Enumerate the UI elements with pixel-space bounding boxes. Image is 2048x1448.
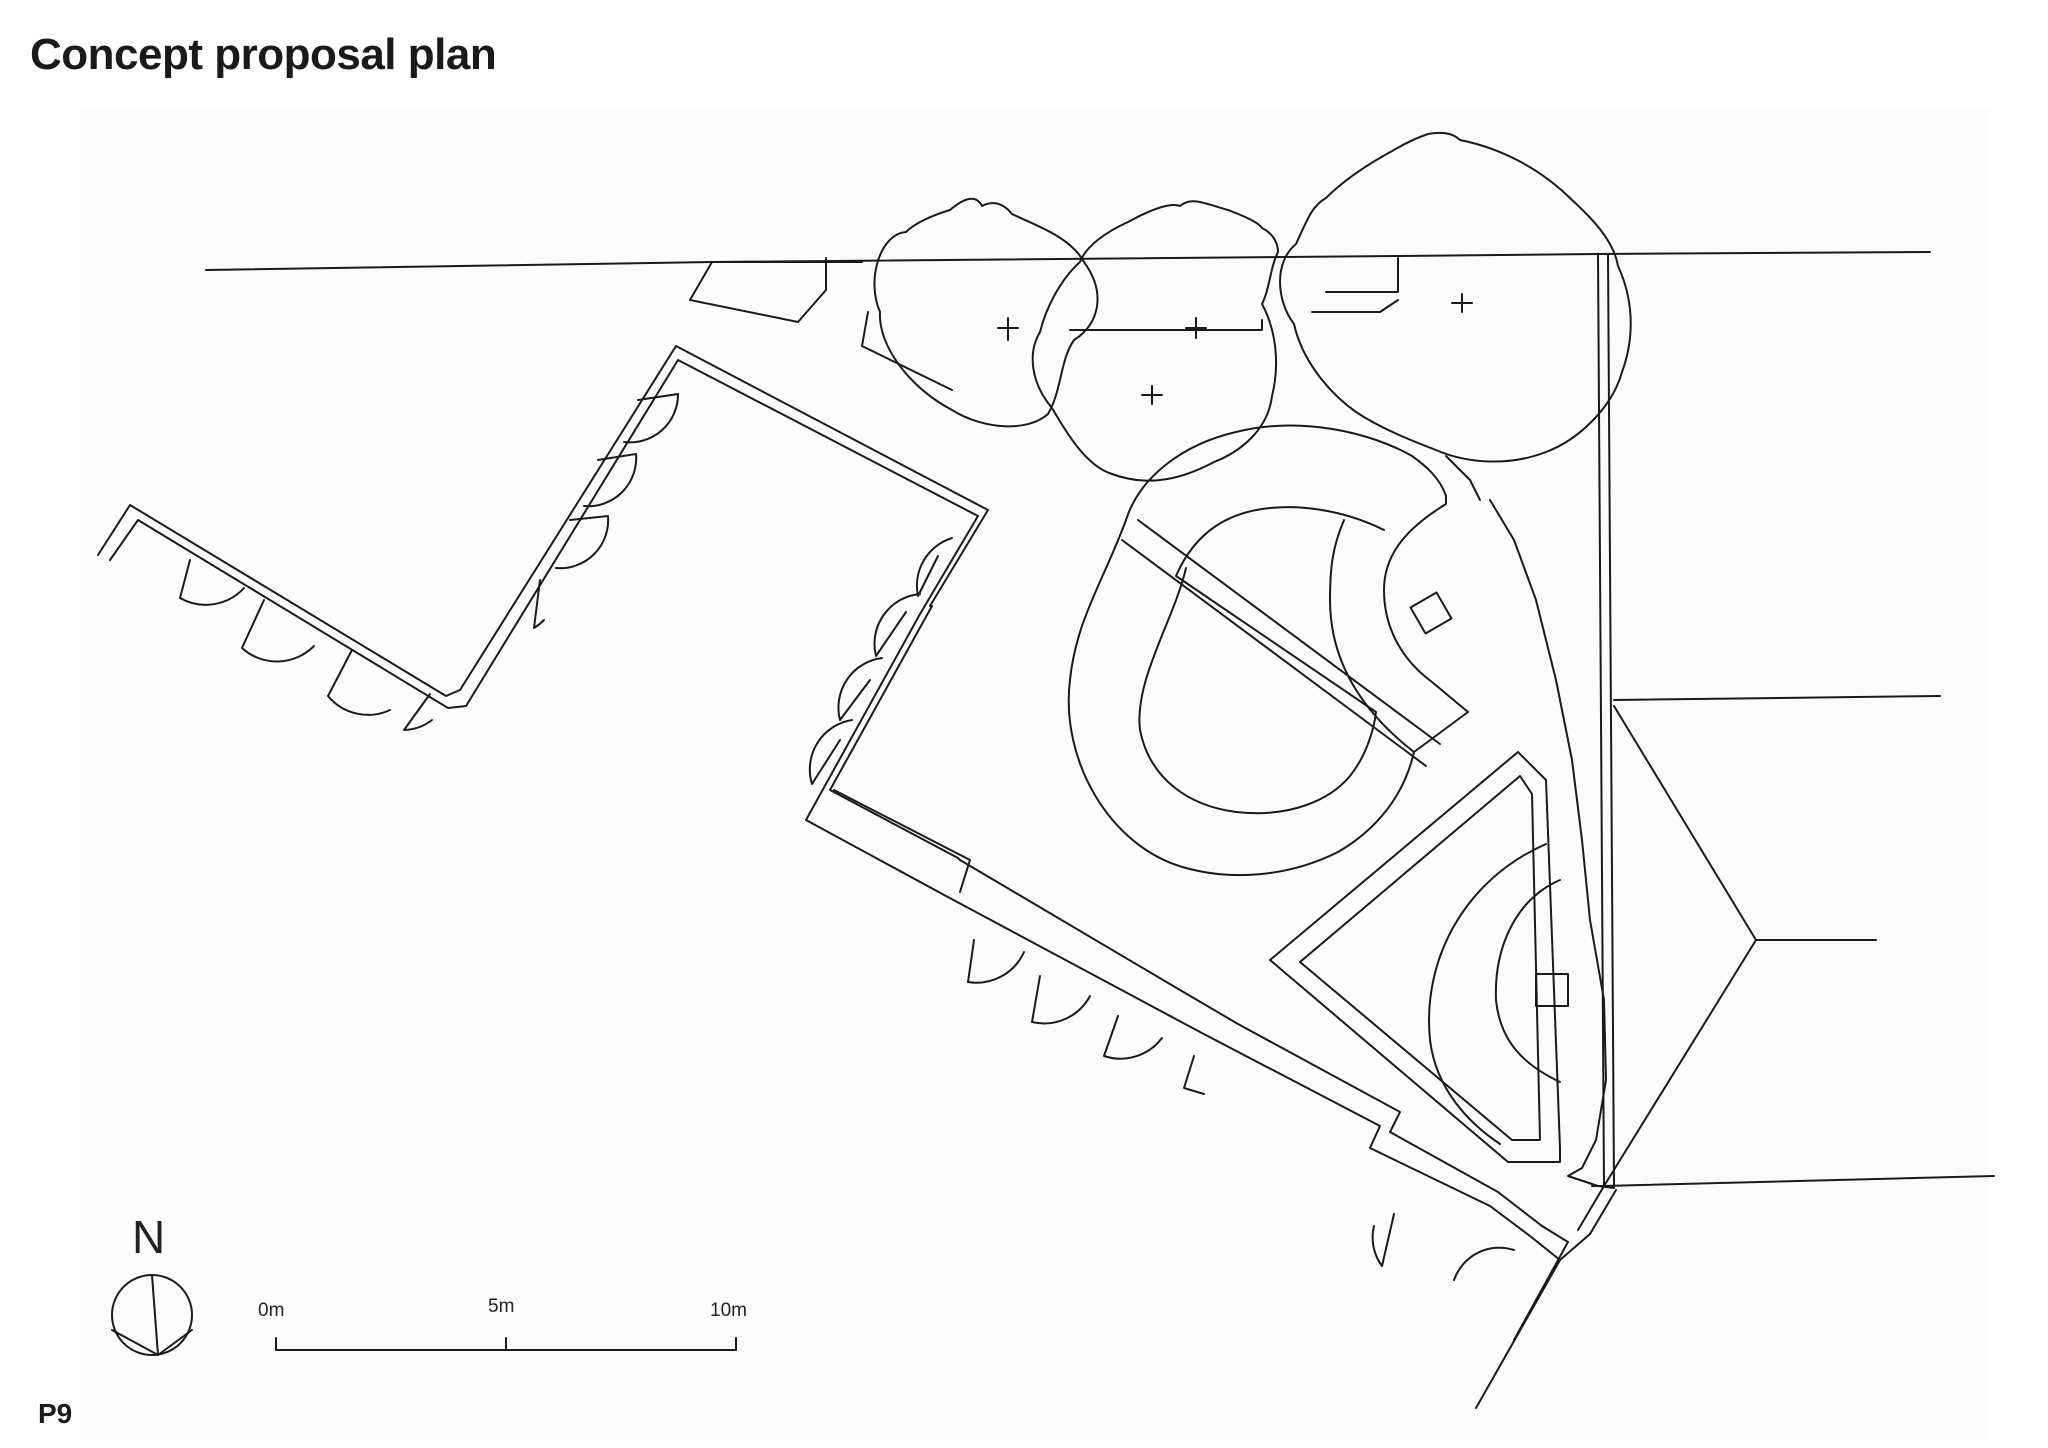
- scale-bar: [275, 1337, 737, 1351]
- page-number: P9: [38, 1398, 73, 1429]
- scale-label-5m: 5m: [488, 1296, 515, 1317]
- left-building-wall: [97, 345, 1569, 1409]
- site-boundary: [205, 251, 1931, 323]
- tree-canopies: [873, 131, 1632, 482]
- central-path: [1067, 424, 1469, 877]
- lower-garden-bed: [1269, 751, 1569, 1163]
- north-arrow-icon: [111, 1274, 193, 1356]
- page-title: Concept proposal plan: [30, 30, 497, 79]
- door-swings: [179, 393, 1515, 1281]
- scale-label-0m: 0m: [258, 1300, 285, 1321]
- north-label: N: [132, 1211, 166, 1263]
- top-planters: [861, 257, 1473, 405]
- scale-label-10m: 10m: [710, 1300, 747, 1321]
- plan-sheet: [80, 110, 1990, 1440]
- right-boundary: [1445, 253, 1995, 1261]
